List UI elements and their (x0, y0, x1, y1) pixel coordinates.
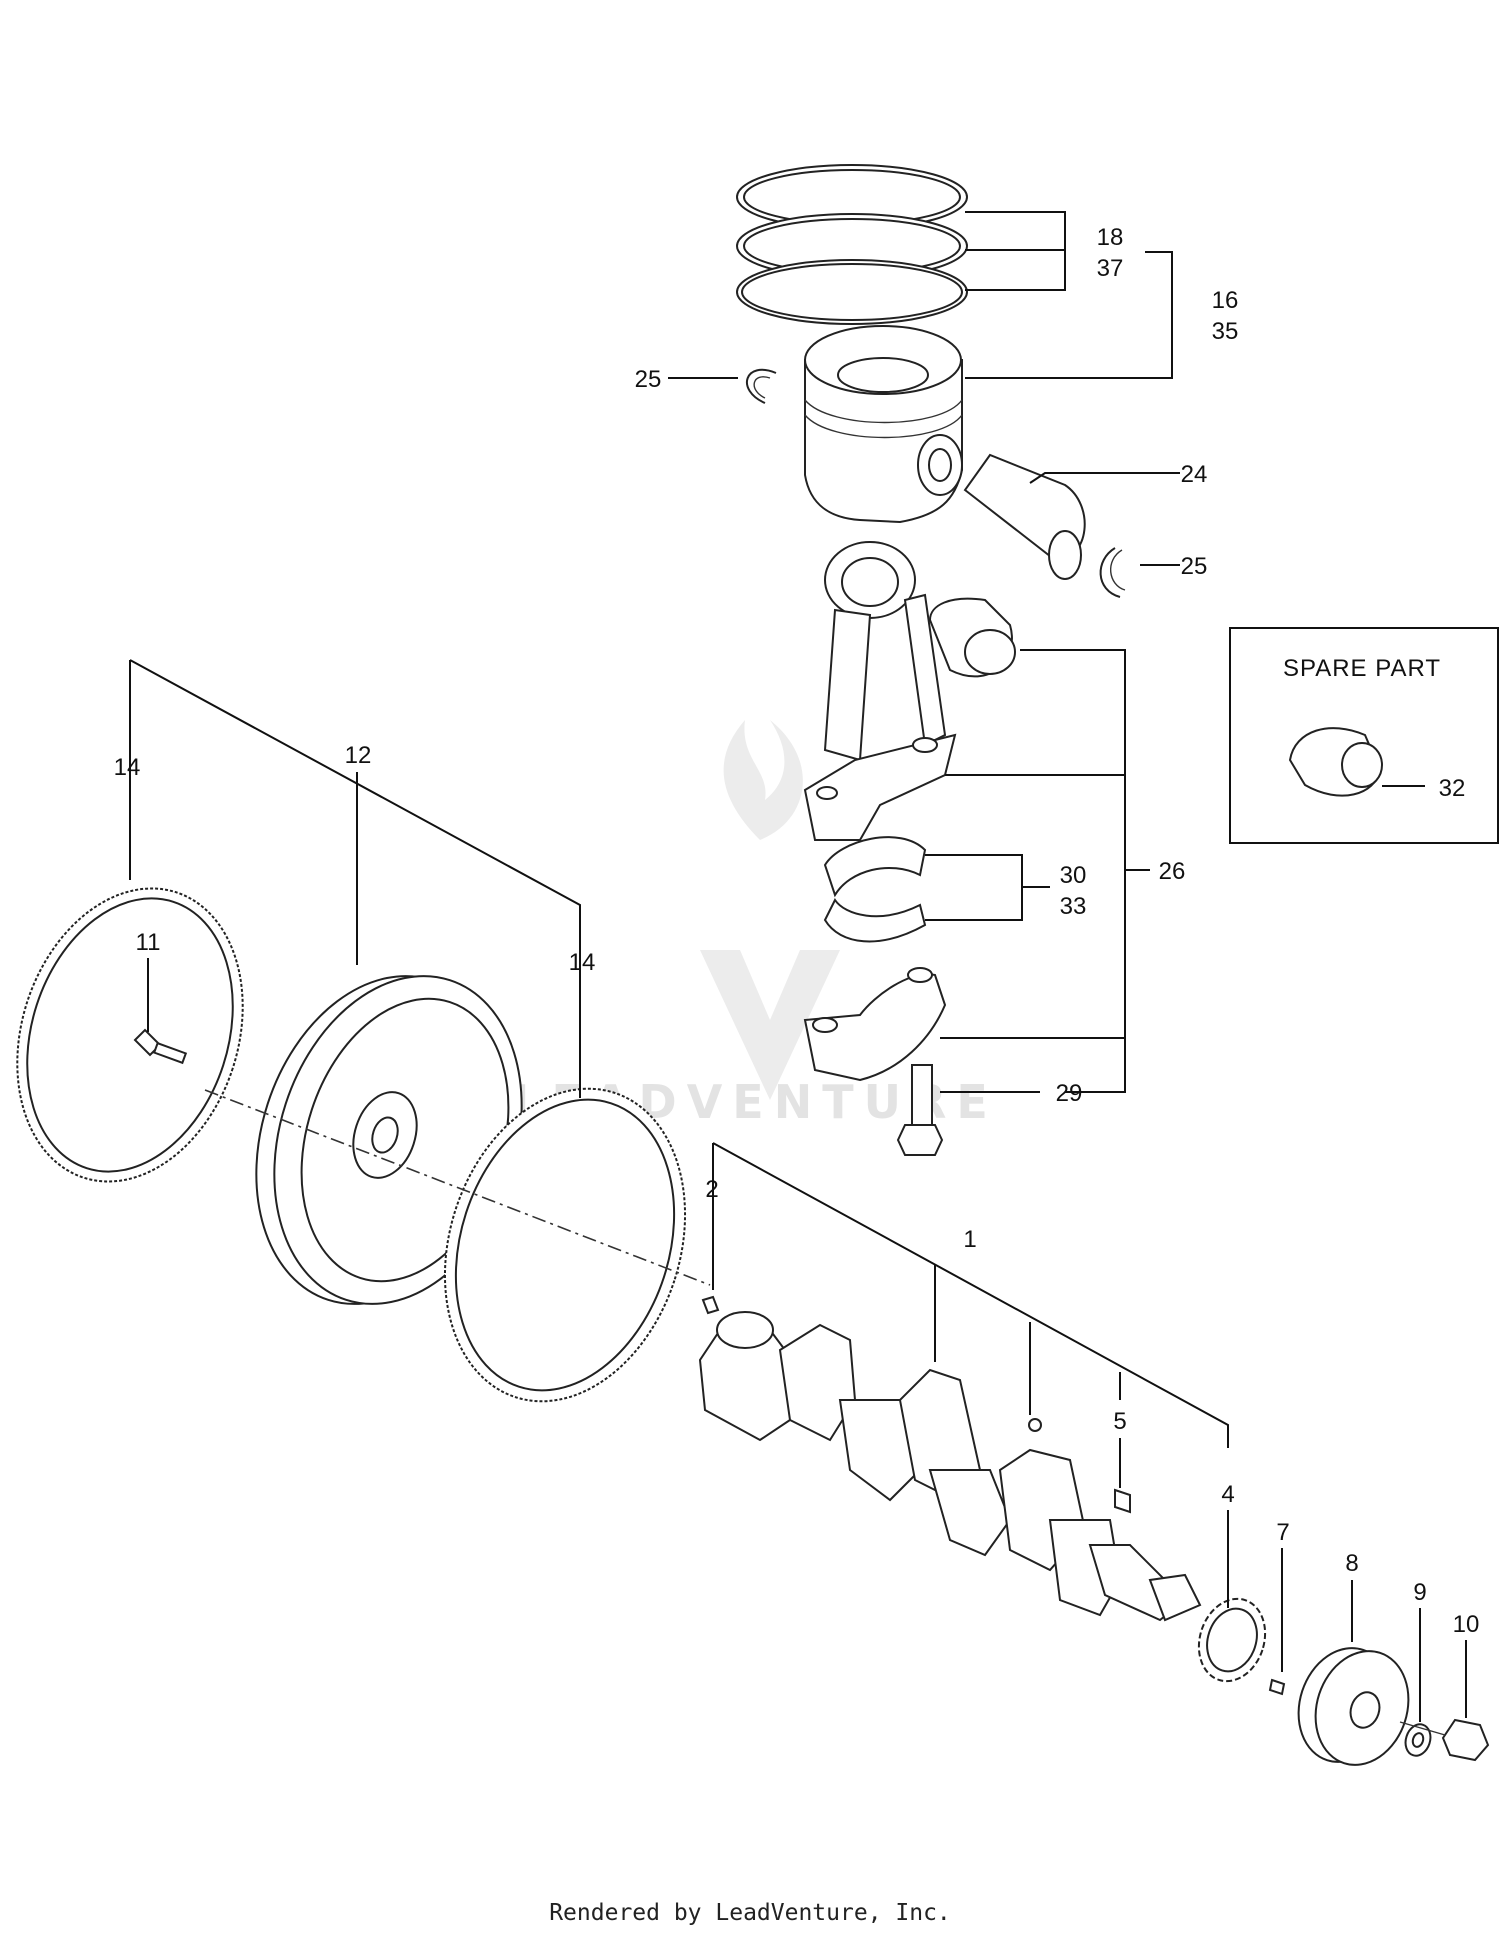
flywheel-bolt (133, 1028, 188, 1065)
crank-key (1114, 1488, 1131, 1514)
callout-14-left: 14 (114, 754, 141, 781)
connecting-rod (803, 541, 957, 841)
spare-part-title: SPARE PART (1283, 655, 1441, 682)
callout-37: 37 (1097, 255, 1124, 282)
piston-rings (736, 164, 968, 325)
callout-32: 32 (1439, 775, 1466, 802)
callout-25-right: 25 (1181, 553, 1208, 580)
footer-credit: Rendered by LeadVenture, Inc. (549, 1900, 951, 1926)
callout-35: 35 (1212, 318, 1239, 345)
callout-30: 30 (1060, 862, 1087, 889)
piston-pin (963, 453, 1086, 580)
piston (804, 325, 963, 524)
callout-labels: 18 37 16 35 25 24 25 26 30 33 29 32 14 1… (114, 224, 1480, 1638)
callout-4: 4 (1221, 1481, 1234, 1508)
callout-11: 11 (136, 929, 161, 956)
small-end-bushing (928, 597, 1016, 678)
leader-lines (129, 211, 1467, 1722)
callout-2: 2 (705, 1176, 718, 1203)
callout-33: 33 (1060, 893, 1087, 920)
callout-25-left: 25 (635, 366, 662, 393)
callout-8: 8 (1345, 1550, 1358, 1577)
flame-logo-icon (723, 720, 803, 840)
pulley-key (1268, 1678, 1286, 1696)
callout-12: 12 (345, 742, 372, 769)
snap-ring-right (1099, 547, 1126, 598)
pulley-bolt (1399, 1718, 1490, 1762)
callout-5: 5 (1113, 1408, 1126, 1435)
spare-part-box: SPARE PART (1229, 627, 1499, 844)
ring-gear-right (443, 1087, 687, 1403)
snap-ring-left (745, 368, 777, 404)
callout-10: 10 (1453, 1611, 1480, 1638)
rod-bolt (896, 1064, 944, 1156)
callout-18: 18 (1097, 224, 1124, 251)
crankshaft (698, 1311, 1202, 1622)
callout-16: 16 (1212, 287, 1239, 314)
crank-gear (1197, 1597, 1267, 1683)
bearing-shells (823, 836, 927, 943)
callout-24: 24 (1181, 461, 1208, 488)
v-logo-icon (700, 950, 840, 1100)
ring-gear-left (16, 887, 244, 1183)
washer (1404, 1723, 1432, 1757)
rod-cap (803, 967, 947, 1082)
callout-14-right: 14 (569, 949, 596, 976)
callout-29: 29 (1056, 1080, 1083, 1107)
center-axis-line (204, 1089, 711, 1286)
callout-26: 26 (1159, 858, 1186, 885)
callout-7: 7 (1276, 1519, 1289, 1546)
callout-9: 9 (1413, 1579, 1426, 1606)
crank-pulley (1297, 1647, 1410, 1766)
callout-1: 1 (963, 1226, 976, 1253)
dowel-pin (701, 1295, 720, 1315)
oil-plug (1028, 1418, 1042, 1432)
